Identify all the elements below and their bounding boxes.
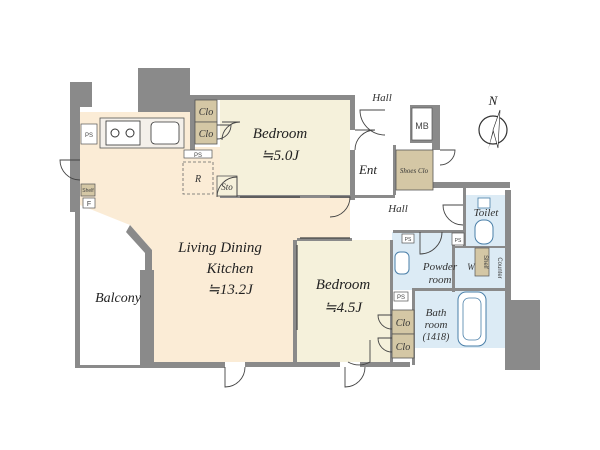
- ldk-size-label: ≒13.2J: [207, 282, 254, 298]
- ps-label-powder: PS: [405, 237, 412, 243]
- mb-box: [411, 107, 433, 141]
- door-toilet: [442, 204, 464, 226]
- closets: [80, 99, 490, 359]
- bedroom2-label: Bedroom: [316, 277, 371, 293]
- toilet-label: Toilet: [474, 207, 500, 219]
- sto-label: Sto: [221, 182, 233, 192]
- hall-floor: [350, 145, 465, 240]
- f-label: F: [87, 201, 91, 208]
- ps-shaft-left: [80, 123, 98, 145]
- ldk-floor: [80, 112, 350, 367]
- shelf-left: [80, 183, 96, 197]
- door-ldk-bed1: [216, 176, 238, 198]
- clo-label-bed2-b: Clo: [396, 342, 410, 353]
- door-powder: [419, 231, 443, 255]
- ps-label-kitchen: PS: [194, 153, 202, 159]
- clo-label-bed1-a: Clo: [199, 107, 213, 118]
- closet-bed2-b: [391, 333, 415, 359]
- counter-label: Counter: [496, 257, 502, 278]
- ldk-label-line1: Living Dining: [177, 240, 262, 256]
- shoes-closet: [395, 149, 434, 191]
- door-ldk-bottom: [224, 366, 246, 388]
- hall-label: Hall: [387, 203, 408, 215]
- shoes-clo-label: Shoes Clo: [400, 167, 429, 175]
- bedroom1-label: Bedroom: [253, 126, 308, 142]
- washbasin-icon: [394, 251, 410, 275]
- ps-shaft-kitchen: [183, 149, 213, 159]
- ps-label-bed2: PS: [397, 295, 405, 301]
- toilet-icon: [474, 219, 494, 245]
- clo-label-bed1-b: Clo: [199, 129, 213, 140]
- ps-shaft-bed2: [393, 291, 409, 302]
- doors: [59, 109, 464, 388]
- bedroom1-floor: [220, 98, 350, 197]
- door-bed2-closets2: [377, 337, 393, 353]
- bath-label-line1: Bath: [426, 307, 447, 319]
- ps-shaft-powder: [401, 233, 415, 244]
- compass: N: [478, 93, 508, 150]
- kitchen: [99, 117, 185, 149]
- room-labels: Living Dining Kitchen ≒13.2J Bedroom ≒5.…: [95, 92, 499, 343]
- bedroom2-size-label: ≒4.5J: [324, 300, 363, 316]
- refrigerator-label: R: [194, 174, 201, 185]
- bedroom2-floor: [297, 240, 392, 362]
- door-bed2-closets: [377, 314, 393, 330]
- door-bed1-entry: [221, 121, 241, 141]
- bedroom1-size-label: ≒5.0J: [261, 148, 300, 164]
- ps-shaft-wet: [451, 232, 465, 246]
- ps-label-left: PS: [85, 133, 93, 139]
- shelf-label-left: Shelf: [82, 188, 94, 194]
- hall-top-label: Hall: [371, 92, 392, 104]
- door-bed1-closets: [216, 124, 232, 140]
- mb-label: MB: [415, 121, 429, 131]
- bathtub-icon: [457, 291, 487, 347]
- door-bed2: [347, 340, 371, 366]
- sink-icon: [150, 121, 180, 145]
- powder-label-line2: room: [429, 274, 452, 286]
- shelf-toilet: [474, 247, 490, 277]
- f-box: [82, 197, 96, 209]
- door-bed2-bottom: [344, 366, 366, 388]
- sliding-doors: [240, 196, 350, 330]
- door-hall-sliding: [439, 149, 456, 166]
- door-entrance: [354, 129, 376, 151]
- bath-label-line2: room: [425, 319, 448, 331]
- compass-north-label: N: [488, 93, 499, 108]
- balcony-floor: [82, 215, 152, 362]
- bath-size-label: (1418): [423, 332, 450, 343]
- door-balcony-left: [59, 159, 81, 181]
- door-hall-top: [359, 109, 386, 136]
- bath-fixtures: [394, 197, 494, 347]
- ldk-label-line2: Kitchen: [206, 261, 254, 277]
- fixture-labels: Clo Clo Clo Clo Sto MB Shoes Clo R PS PS…: [82, 107, 502, 353]
- w-label: W: [467, 262, 476, 272]
- shelf-label-toilet: Shelf: [482, 255, 488, 269]
- clo-label-bed2-a: Clo: [396, 318, 410, 329]
- door-ldk-hall: [329, 196, 351, 218]
- compass-circle: [478, 115, 508, 145]
- refrigerator-space: [182, 161, 214, 195]
- powder-label-line1: Powder: [422, 261, 458, 273]
- balcony-label: Balcony: [95, 291, 142, 306]
- entrance-label: Ent: [358, 162, 377, 177]
- ps-label-wet: PS: [455, 238, 462, 244]
- closet-bed1-b: [194, 121, 218, 145]
